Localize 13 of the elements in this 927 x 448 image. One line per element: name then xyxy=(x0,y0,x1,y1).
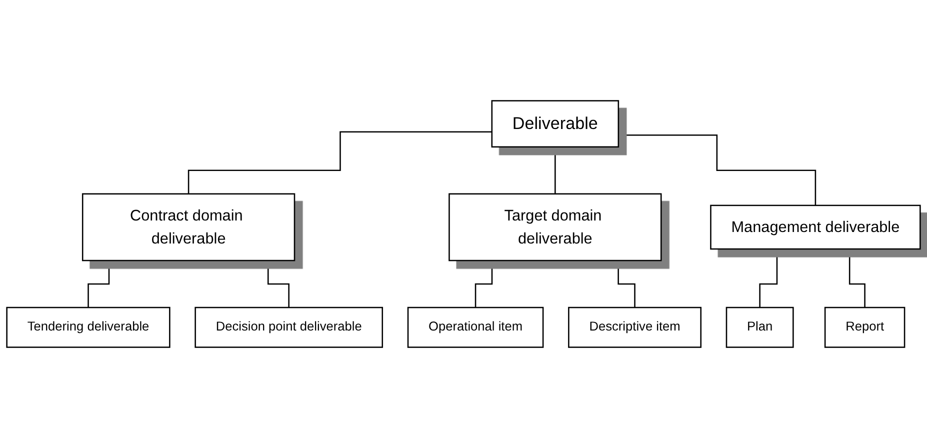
node-box: Report xyxy=(824,306,906,348)
node-box: Plan xyxy=(726,306,794,348)
node-box: Contract domain deliverable xyxy=(82,193,296,262)
node-box: Decision point deliverable xyxy=(194,306,384,348)
node-box: Management deliverable xyxy=(710,204,921,250)
connector xyxy=(618,134,816,206)
connector xyxy=(188,131,492,195)
node-box: Tendering deliverable xyxy=(6,306,170,348)
connector xyxy=(554,146,556,195)
node-box: Deliverable xyxy=(491,100,620,148)
node-box: Target domain deliverable xyxy=(448,193,662,262)
node-box: Descriptive item xyxy=(568,306,702,348)
node-box: Operational item xyxy=(407,306,544,348)
